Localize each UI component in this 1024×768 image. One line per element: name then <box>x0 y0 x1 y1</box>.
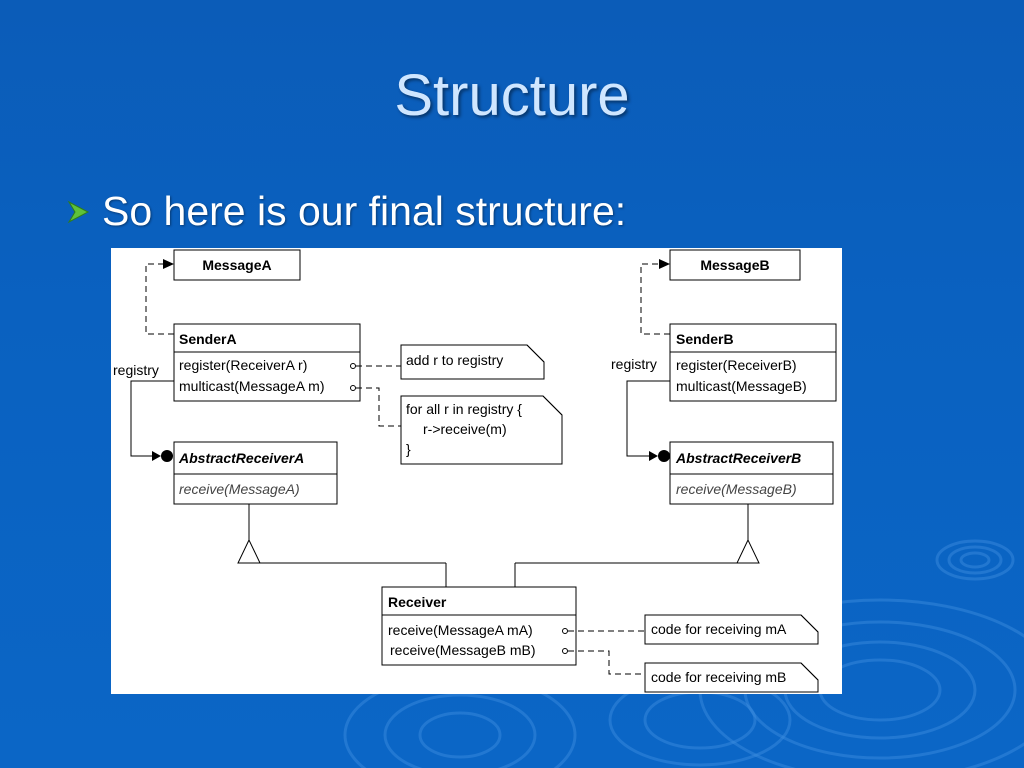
message-a-label: MessageA <box>202 257 271 273</box>
registry-a-label: registry <box>113 362 159 378</box>
inheritance-receiver <box>237 504 760 587</box>
bullet-item: So here is our final structure: <box>66 188 626 235</box>
note-code-b-text: code for receiving mB <box>651 669 786 685</box>
dependency-sender-b-message-b <box>640 263 670 335</box>
dependency-sender-a-message-a <box>145 263 174 335</box>
note-for-all-line2: r->receive(m) <box>423 421 507 437</box>
sender-a-name: SenderA <box>179 331 237 347</box>
receiver-name: Receiver <box>388 594 447 610</box>
note-code-b: code for receiving mB <box>644 662 819 693</box>
class-message-b: MessageB <box>669 249 801 281</box>
sender-a-multicast: multicast(MessageA m) <box>179 378 324 394</box>
note-for-all-line3: } <box>406 441 411 457</box>
sender-b-register: register(ReceiverB) <box>676 357 797 373</box>
receiver-op-b: receive(MessageB mB) <box>390 642 536 658</box>
abstract-receiver-b-name: AbstractReceiverB <box>675 450 801 466</box>
sender-a-register: register(ReceiverA r) <box>179 357 307 373</box>
association-registry-a: registry <box>111 359 174 462</box>
note-for-all: for all r in registry { r->receive(m) } <box>400 395 563 465</box>
class-receiver: Receiver receive(MessageA mA) receive(Me… <box>381 586 577 666</box>
class-sender-a: SenderA register(ReceiverA r) multicast(… <box>173 323 361 402</box>
message-b-label: MessageB <box>700 257 769 273</box>
class-abstract-receiver-a: AbstractReceiverA receive(MessageA) <box>173 441 338 505</box>
note-for-all-line1: for all r in registry { <box>406 401 522 417</box>
abstract-receiver-a-op: receive(MessageA) <box>179 481 300 497</box>
sender-b-name: SenderB <box>676 331 734 347</box>
abstract-receiver-a-name: AbstractReceiverA <box>178 450 304 466</box>
receiver-op-a: receive(MessageA mA) <box>388 622 533 638</box>
uml-diagram: MessageA MessageB SenderA register(Recei… <box>111 248 842 694</box>
arrowhead-bullet-icon <box>67 200 90 223</box>
abstract-receiver-b-op: receive(MessageB) <box>676 481 797 497</box>
bullet-text: So here is our final structure: <box>102 188 627 234</box>
class-sender-b: SenderB register(ReceiverB) multicast(Me… <box>669 323 837 402</box>
note-code-a-text: code for receiving mA <box>651 621 787 637</box>
association-registry-b: registry <box>609 353 670 462</box>
registry-b-label: registry <box>611 356 657 372</box>
class-abstract-receiver-b: AbstractReceiverB receive(MessageB) <box>669 441 834 505</box>
slide-title: Structure <box>394 63 630 128</box>
note-add-registry: add r to registry <box>400 344 545 380</box>
note-connectors <box>350 363 645 675</box>
sender-b-multicast: multicast(MessageB) <box>676 378 807 394</box>
note-code-a: code for receiving mA <box>644 614 819 645</box>
note-add-registry-text: add r to registry <box>406 352 503 368</box>
class-message-a: MessageA <box>173 249 301 281</box>
